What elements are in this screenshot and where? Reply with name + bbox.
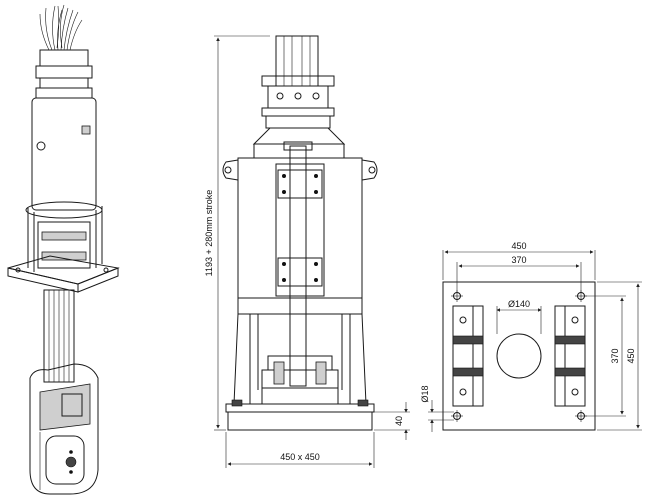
base-thickness-label: 40 (394, 416, 404, 426)
height-label: 1193 + 280mm stroke (204, 190, 214, 277)
outer-width-dimension: 450 (442, 241, 596, 280)
isometric-view (7, 4, 120, 495)
hole-diameter-label: Ø18 (420, 385, 430, 402)
hole-spacing-dimension: 370 (456, 255, 582, 292)
center-hole-dimension: Ø140 (496, 299, 542, 334)
side-width-label: 450 (626, 348, 636, 363)
front-view: 1193 + 280mm stroke 450 x 450 40 (204, 35, 410, 468)
base-thickness-dimension: 40 (374, 402, 410, 440)
side-spacing-label: 370 (610, 348, 620, 363)
base-width-label: 450 x 450 (280, 452, 320, 462)
hole-diameter-dimension: Ø18 (420, 385, 454, 432)
center-hole-label: Ø140 (508, 299, 530, 309)
side-spacing-dimension: 370 (585, 295, 626, 417)
cable-bundle (39, 4, 83, 51)
height-dimension: 1193 + 280mm stroke (204, 35, 270, 431)
plan-view: Ø140 450 370 370 450 (420, 241, 642, 432)
hole-spacing-label: 370 (511, 255, 526, 265)
base-width-dimension: 450 x 450 (225, 432, 375, 468)
corner-holes (451, 290, 587, 422)
outer-width-label: 450 (511, 241, 526, 251)
side-width-dimension: 450 (597, 281, 642, 431)
